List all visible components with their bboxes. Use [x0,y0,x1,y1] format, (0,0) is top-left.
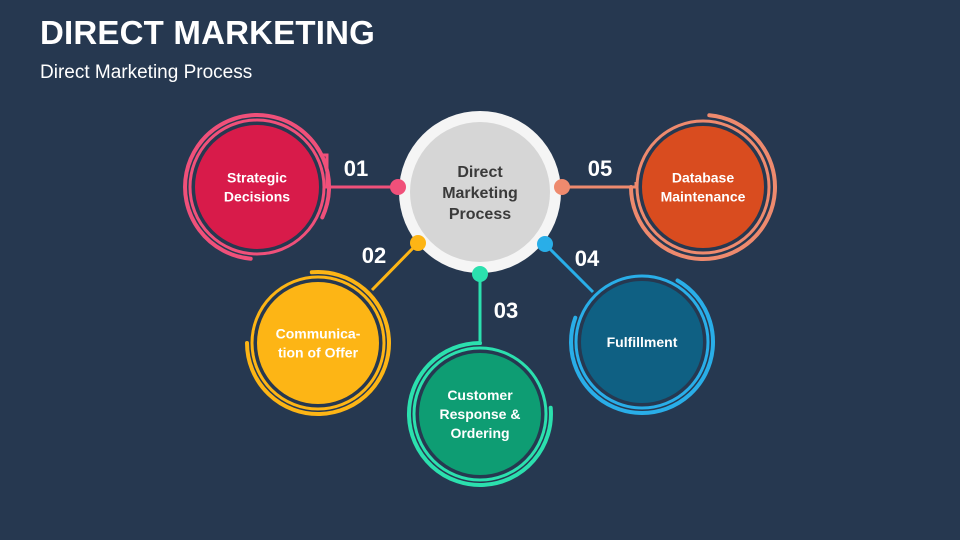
page-subtitle: Direct Marketing Process [40,62,253,83]
step-02-ring [250,275,386,411]
step-03-ring-arc [406,341,553,487]
step-05-ring-arc [629,113,777,261]
step-03-label-line: Customer [447,387,513,403]
center-label-line: Marketing [442,185,518,202]
step-04-label-line: Fulfillment [607,334,678,350]
center-circle [410,122,550,262]
step-04-ring [574,274,710,410]
step-01-number: 01 [344,156,368,181]
step-05-connector [562,182,638,189]
step-03-circle [419,353,541,475]
step-02-number: 02 [362,243,386,268]
step-01-ring [188,118,326,256]
step-02-ring-arc [245,270,391,417]
step-02-connector [370,241,420,292]
center-label-line: Direct [457,164,503,181]
step-02-label-line: tion of Offer [278,345,359,361]
step-03-ring [412,346,548,482]
step-04-connector [543,242,595,294]
step-05-ring [635,119,771,255]
step-05-number: 05 [588,156,612,181]
connector-dots [390,179,570,282]
step-04-circle [581,281,703,403]
step-02-circle [257,282,379,404]
page-title: DIRECT MARKETING [40,14,376,51]
step-01-label-line: Strategic [227,170,287,186]
step-numbers: 01 02 03 04 05 [344,156,612,323]
step-05-circle [642,126,764,248]
step-01-label-line: Decisions [224,189,290,205]
step-02-dot [410,235,426,251]
step-03-number: 03 [494,298,518,323]
step-03-label-line: Response & [440,406,521,422]
step-02-label-line: Communica- [276,326,361,342]
step-03-dot [472,266,488,282]
step-01-ring-arc [183,113,331,261]
step-04-number: 04 [575,246,600,271]
step-05-label-line: Database [672,170,734,186]
step-01-circle [195,125,319,249]
step-04-ring-arc [569,278,715,415]
step-05-label-line: Maintenance [661,189,746,205]
step-04-dot [537,236,553,252]
center-label-line: Process [449,206,511,223]
step-01-dot [390,179,406,195]
step-05-dot [554,179,570,195]
step-03-label-line: Ordering [450,425,509,441]
